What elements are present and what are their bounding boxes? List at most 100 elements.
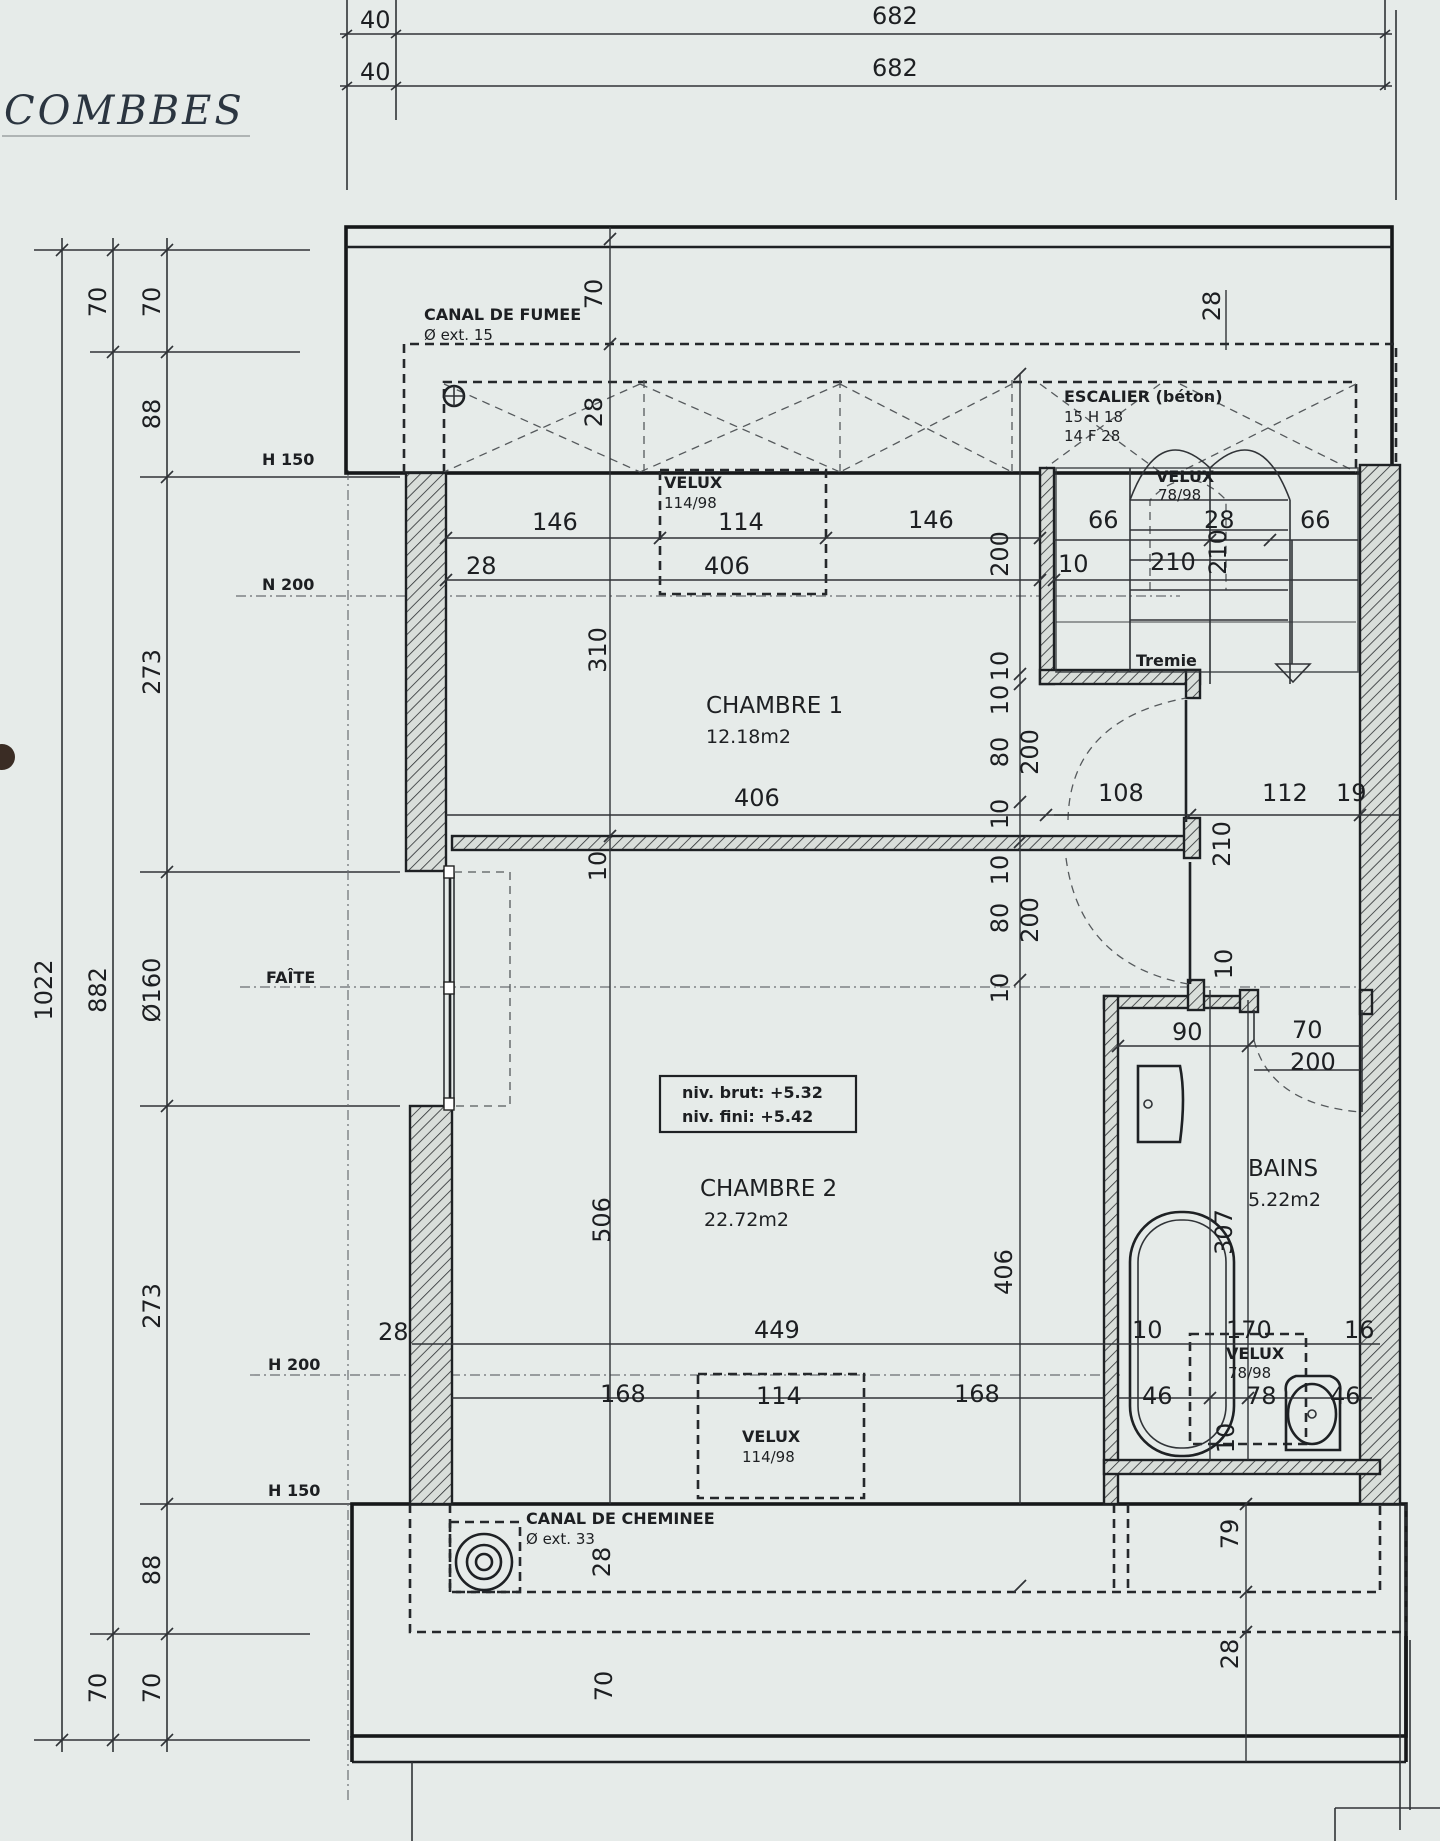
stair-line-1: 15 H 18 xyxy=(1064,408,1123,426)
smoke-flue-sub: Ø ext. 15 xyxy=(424,326,493,344)
dim-left-c-mid2: Ø160 xyxy=(138,958,166,1023)
level-box xyxy=(658,1074,858,1134)
dimension-texts: 70 28 28 146 114 146 28 406 200 10 66 21… xyxy=(378,279,1375,1702)
velux-1-title: VELUX xyxy=(664,473,723,492)
gable-window-left xyxy=(443,865,511,1111)
chimney-title: CANAL DE CHEMINEE xyxy=(526,1509,715,1528)
svg-text:200: 200 xyxy=(1016,897,1044,943)
dim-top-left-1: 40 xyxy=(360,6,391,34)
dim-left-c-mid1: 273 xyxy=(138,649,166,695)
svg-text:80: 80 xyxy=(986,903,1014,934)
handwritten-title: COMBBES xyxy=(4,88,245,134)
svg-text:170: 170 xyxy=(1226,1316,1272,1344)
top-dimension-chains: 40 40 682 682 xyxy=(340,0,1392,190)
svg-text:79: 79 xyxy=(1216,1519,1244,1550)
svg-text:108: 108 xyxy=(1098,779,1144,807)
dim-left-b-top: 70 xyxy=(138,287,166,318)
svg-text:28: 28 xyxy=(466,552,497,580)
svg-text:210: 210 xyxy=(1208,821,1236,867)
level-faite: FAÎTE xyxy=(266,968,315,987)
level-h200-bottom: H 200 xyxy=(268,1355,320,1374)
svg-text:307: 307 xyxy=(1210,1209,1238,1255)
svg-text:10: 10 xyxy=(1058,550,1089,578)
level-h200-top: N 200 xyxy=(262,575,314,594)
stair-line-2: 14 F 28 xyxy=(1064,427,1120,445)
dim-top-left-2: 40 xyxy=(360,58,391,86)
svg-text:112: 112 xyxy=(1262,779,1308,807)
svg-text:10: 10 xyxy=(1212,1423,1240,1454)
svg-text:10: 10 xyxy=(986,855,1014,886)
svg-text:28: 28 xyxy=(580,397,608,428)
svg-text:406: 406 xyxy=(734,784,780,812)
svg-text:28: 28 xyxy=(378,1318,409,1346)
level-lines: H 150 N 200 FAÎTE H 200 H 150 xyxy=(236,450,1380,1800)
svg-text:114: 114 xyxy=(756,1382,802,1410)
svg-text:10: 10 xyxy=(986,685,1014,716)
velux-4-title: VELUX xyxy=(1226,1344,1285,1363)
room-ch2-area: 22.72m2 xyxy=(704,1209,789,1231)
velux-1-size: 114/98 xyxy=(664,494,717,512)
room-bath-name: BAINS xyxy=(1248,1156,1318,1182)
svg-text:210: 210 xyxy=(1150,548,1196,576)
chimney-sub: Ø ext. 33 xyxy=(526,1530,595,1548)
svg-text:200: 200 xyxy=(1290,1048,1336,1076)
velux-2-outline xyxy=(1149,479,1227,590)
svg-text:10: 10 xyxy=(986,651,1014,682)
svg-text:168: 168 xyxy=(954,1380,1000,1408)
dim-top-right-1: 682 xyxy=(872,2,918,30)
dim-left-c-top: 88 xyxy=(138,399,166,430)
svg-text:10: 10 xyxy=(986,799,1014,830)
bath-fixtures xyxy=(1128,1064,1342,1458)
svg-text:66: 66 xyxy=(1300,506,1331,534)
left-dimension-chains: 1022 882 70 70 88 273 Ø160 273 88 70 70 xyxy=(30,238,400,1752)
doors xyxy=(1065,697,1363,1113)
dim-left-inner: 882 xyxy=(84,967,112,1013)
svg-text:10: 10 xyxy=(986,973,1014,1004)
svg-text:146: 146 xyxy=(908,506,954,534)
dim-left-c-mid3: 273 xyxy=(138,1283,166,1329)
level-h150-top: H 150 xyxy=(262,450,314,469)
svg-text:200: 200 xyxy=(1016,729,1044,775)
svg-text:200: 200 xyxy=(986,531,1014,577)
room-ch1-name: CHAMBRE 1 xyxy=(706,693,843,719)
knee-wall-dashed xyxy=(402,342,1408,1634)
svg-text:114: 114 xyxy=(718,508,764,536)
velux-2-title: VELUX xyxy=(1156,467,1215,486)
svg-text:210: 210 xyxy=(1204,529,1232,575)
svg-text:406: 406 xyxy=(990,1249,1018,1295)
dim-left-total: 1022 xyxy=(30,959,58,1020)
svg-text:70: 70 xyxy=(590,1671,618,1702)
velux-2-size: 78/98 xyxy=(1158,486,1201,504)
svg-text:28: 28 xyxy=(1204,506,1235,534)
svg-text:28: 28 xyxy=(588,1547,616,1578)
svg-text:28: 28 xyxy=(1198,291,1226,322)
dim-left-c-bot: 88 xyxy=(138,1555,166,1586)
svg-text:66: 66 xyxy=(1088,506,1119,534)
velux-1 xyxy=(658,468,828,596)
dim-top-right-2: 682 xyxy=(872,54,918,82)
svg-text:80: 80 xyxy=(986,737,1014,768)
svg-text:406: 406 xyxy=(704,552,750,580)
svg-text:46: 46 xyxy=(1142,1382,1173,1410)
punch-hole xyxy=(0,744,15,770)
svg-text:168: 168 xyxy=(600,1380,646,1408)
smoke-flue-title: CANAL DE FUMEE xyxy=(424,305,581,324)
svg-text:146: 146 xyxy=(532,508,578,536)
tremie-label: Tremie xyxy=(1136,651,1197,670)
level-brut: niv. brut: +5.32 xyxy=(682,1083,823,1102)
svg-text:19: 19 xyxy=(1336,779,1367,807)
room-bath-area: 5.22m2 xyxy=(1248,1189,1321,1211)
walls xyxy=(404,463,1402,1506)
svg-text:10: 10 xyxy=(584,851,612,882)
svg-text:506: 506 xyxy=(588,1197,616,1243)
stair-title: ESCALIER (béton) xyxy=(1064,387,1223,406)
svg-text:46: 46 xyxy=(1330,1382,1361,1410)
velux-4-size: 78/98 xyxy=(1228,1364,1271,1382)
velux-4 xyxy=(1188,1332,1308,1446)
room-ch1-area: 12.18m2 xyxy=(706,726,791,748)
dimension-ticks xyxy=(439,232,1367,1639)
dimension-lines xyxy=(412,227,1400,1762)
svg-text:28: 28 xyxy=(1216,1639,1244,1670)
